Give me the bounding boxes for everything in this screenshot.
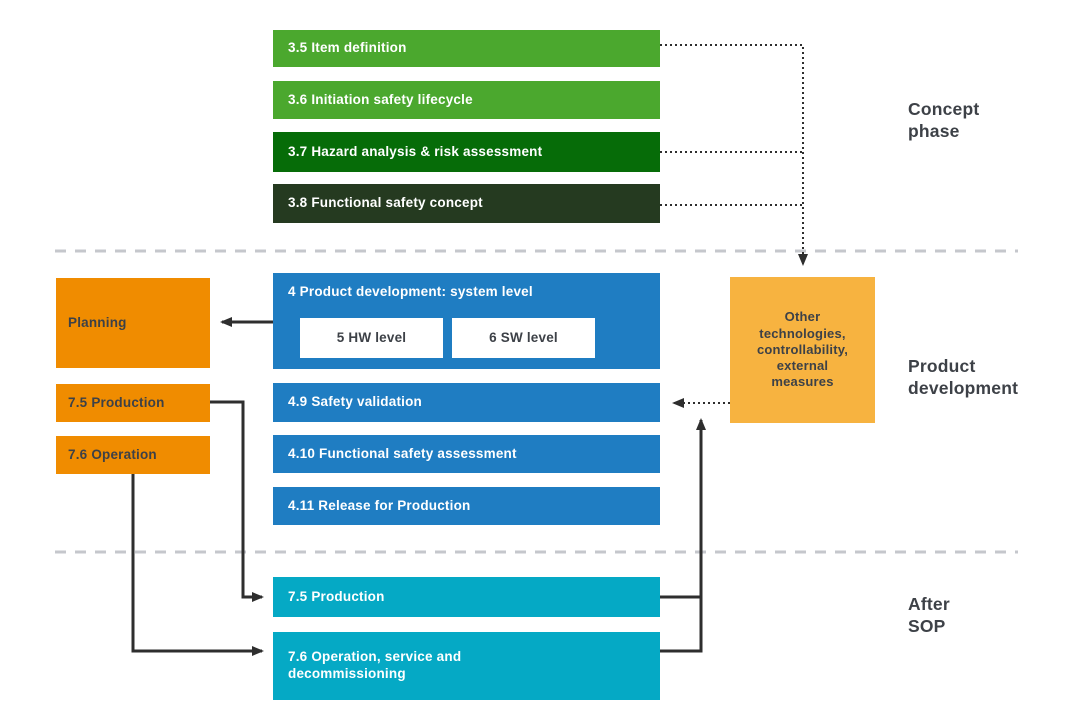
box-initiation-safety-lifecycle-label: 3.6 Initiation safety lifecycle — [288, 91, 473, 107]
label-after-sop: After SOP — [908, 594, 950, 637]
box-product-development-system-level-label: 4 Product development: system level — [288, 284, 533, 299]
box-hazard-analysis: 3.7 Hazard analysis & risk assessment — [273, 132, 660, 172]
label-product-development: Product development — [908, 356, 1019, 399]
box-release-for-production: 4.11 Release for Production — [273, 487, 660, 525]
box-production-planning: 7.5 Production — [56, 384, 210, 422]
box-hw-level-label: 5 HW level — [336, 329, 407, 345]
arrow-aftersop-feedback-up — [660, 418, 706, 653]
box-other-measures: Other technologies, controllability, ext… — [730, 277, 875, 423]
box-release-for-production-label: 4.11 Release for Production — [288, 497, 471, 513]
arrow-item-definition-to-measures — [660, 44, 808, 266]
box-operation-aftersop-label: 7.6 Operation, service and decommissioni… — [288, 649, 462, 681]
box-hw-level: 5 HW level — [300, 318, 443, 358]
box-functional-safety-concept: 3.8 Functional safety concept — [273, 184, 660, 223]
box-production-aftersop-label: 7.5 Production — [288, 588, 385, 604]
box-initiation-safety-lifecycle: 3.6 Initiation safety lifecycle — [273, 81, 660, 119]
box-functional-safety-assessment-label: 4.10 Functional safety assessment — [288, 445, 517, 461]
box-sw-level: 6 SW level — [452, 318, 595, 358]
box-item-definition: 3.5 Item definition — [273, 30, 660, 67]
box-other-measures-label: Other technologies, controllability, ext… — [756, 309, 849, 390]
box-operation-planning-label: 7.6 Operation — [68, 446, 157, 462]
box-planning-label: Planning — [68, 314, 127, 330]
box-hazard-analysis-label: 3.7 Hazard analysis & risk assessment — [288, 143, 543, 159]
box-operation-planning: 7.6 Operation — [56, 436, 210, 474]
box-product-development-system-level: 4 Product development: system level 5 HW… — [273, 273, 660, 369]
box-safety-validation: 4.9 Safety validation — [273, 383, 660, 422]
box-functional-safety-concept-label: 3.8 Functional safety concept — [288, 195, 483, 211]
box-safety-validation-label: 4.9 Safety validation — [288, 394, 422, 410]
box-operation-aftersop: 7.6 Operation, service and decommissioni… — [273, 632, 660, 700]
arrow-operation-planning-to-operation — [131, 474, 264, 656]
box-planning: Planning — [56, 278, 210, 368]
label-concept-phase: Concept phase — [908, 99, 980, 142]
box-sw-level-label: 6 SW level — [489, 329, 558, 345]
box-production-planning-label: 7.5 Production — [68, 394, 165, 410]
arrow-production-planning-to-production — [210, 400, 264, 602]
box-functional-safety-assessment: 4.10 Functional safety assessment — [273, 435, 660, 473]
box-production-aftersop: 7.5 Production — [273, 577, 660, 617]
box-item-definition-label: 3.5 Item definition — [288, 40, 407, 56]
